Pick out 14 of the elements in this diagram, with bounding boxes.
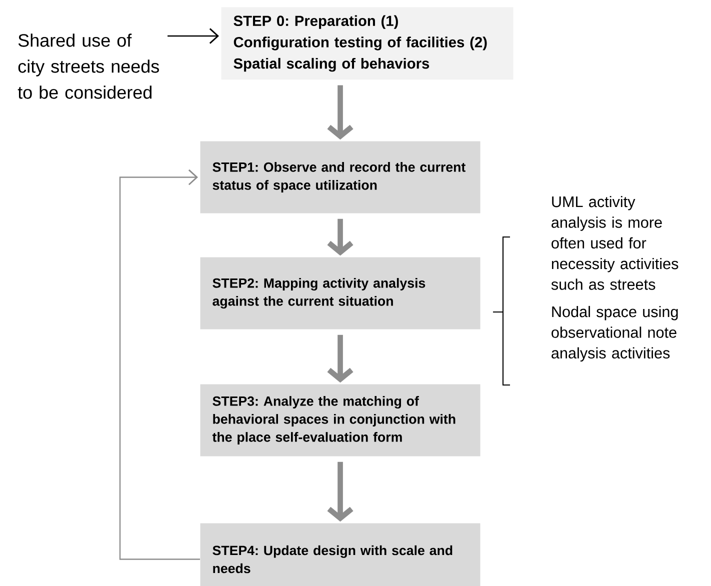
note-text: UML activity analysis is more often used for necessity activities such as streets: [551, 196, 678, 290]
step-box: STEP4: Update design with scale and needs: [200, 523, 480, 586]
side-note-text: Shared use of city streets needs to be considered: [18, 34, 159, 99]
chevron-arrow: [327, 218, 354, 256]
chevron-arrow: [327, 334, 354, 383]
step-box: STEP1: Observe and record the current status of space utilization: [200, 141, 480, 214]
note-text: Nodal space using observational note analysis activities: [552, 306, 678, 362]
step-box: STEP3: Analyze the matching of behavioral spaces in conjunction with the place self-evaluation form: [200, 384, 480, 456]
arrow: [168, 28, 219, 44]
step-box: STEP2: Mapping activity analysis against the current situation: [200, 257, 480, 330]
preparation-box: STEP 0: Preparation (1) Configuration testing of facilities (2) Spatial scaling of behaviors: [221, 7, 514, 80]
chevron-arrow: [327, 85, 354, 140]
feedback-arrow: [119, 169, 200, 560]
chevron-arrow: [327, 462, 354, 522]
